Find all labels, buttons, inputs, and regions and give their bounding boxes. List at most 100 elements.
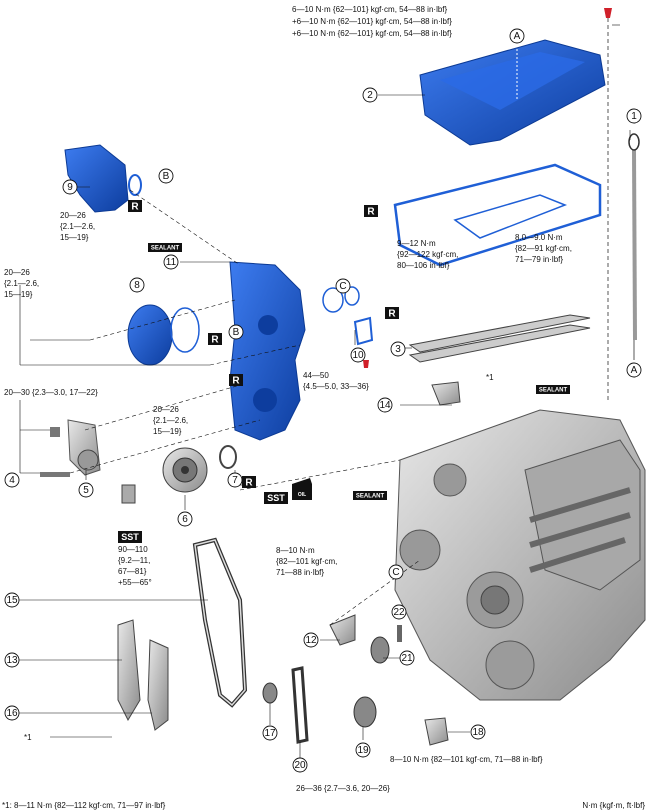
callout-13: 13 <box>4 652 20 668</box>
callout-circle <box>390 341 406 357</box>
torque-pump-line3: 15—19} <box>60 233 89 242</box>
footnote-right: N·m {kgf·m, ft·lbf} <box>582 801 645 810</box>
callout-circle <box>399 650 415 666</box>
callout-19: 19 <box>355 742 371 758</box>
letter-text: B <box>163 171 170 182</box>
callout-2: 2 <box>362 87 378 103</box>
reuse-tag-r-6-text: R <box>245 478 253 489</box>
dashed-assembly-lines <box>69 189 421 626</box>
reuse-tag-r-6-box <box>242 476 256 488</box>
callout-18: 18 <box>470 724 486 740</box>
callout-circle <box>626 108 642 124</box>
oil-pump-sprocket <box>353 696 377 728</box>
callout-number: 3 <box>395 344 401 355</box>
sst-tag-pulley-box <box>118 531 142 543</box>
sst-tag-seal-box <box>264 492 288 504</box>
callout-circle <box>177 511 193 527</box>
sealant-tag-cover-text: SEALANT <box>151 246 180 252</box>
callout-20: 20 <box>292 757 308 773</box>
sst-tag-pulley-text: SST <box>121 532 139 542</box>
callout-circle <box>292 757 308 773</box>
letter-callout: A <box>509 28 525 44</box>
torque-harness-a-line1: 9—12 N·m <box>397 239 436 248</box>
callout-circle <box>4 592 20 608</box>
callout-circle <box>391 604 407 620</box>
harness-bracket <box>408 314 591 363</box>
callout-circle <box>78 482 94 498</box>
sealant-tag-cover-box <box>148 243 182 252</box>
reuse-tag-r-3-text: R <box>211 335 219 346</box>
front-oil-seal <box>219 445 237 469</box>
torque-pulley-line2: {9.2—11, <box>118 556 150 565</box>
callout-21: 21 <box>399 650 415 666</box>
torque-bracket: 8—10 N·m {82—101 kgf·cm, 71—88 in·lbf} <box>390 755 543 764</box>
callout-number: 7 <box>232 475 238 486</box>
reuse-tag-r-1-text: R <box>131 202 139 213</box>
sst-tag-pulley: SST <box>118 531 142 543</box>
callout-number: 19 <box>357 745 369 756</box>
callout-number: 20 <box>294 760 306 771</box>
callout-circle <box>62 179 78 195</box>
cylinder-head-cover <box>419 39 606 146</box>
callout-number: 1 <box>631 111 637 122</box>
chain-guide <box>117 619 141 722</box>
callout-5: 5 <box>78 482 94 498</box>
torque-sprocket: 26—36 {2.7—3.6, 20—26} <box>296 784 390 793</box>
callout-circle <box>129 277 145 293</box>
reuse-tag-r-1-box <box>128 200 142 212</box>
sealant-tag-bracket-box <box>536 385 570 394</box>
sst-tag-seal: SST <box>264 492 288 504</box>
tensioner-arm <box>147 639 169 731</box>
torque-chain-cover-line2: {2.1—2.6, <box>153 416 188 425</box>
letter-circle <box>388 564 404 580</box>
timing-chain-cover <box>229 261 306 441</box>
vacuum-pump <box>127 304 200 366</box>
callout-number: 21 <box>401 653 413 664</box>
reuse-tag-r-4-box <box>385 307 399 319</box>
sealant-tag-block-text: SEALANT <box>356 494 385 500</box>
torque-pump-line2: {2.1—2.6, <box>60 222 95 231</box>
callout-number: 18 <box>472 727 484 738</box>
oil-pump-chain <box>291 666 309 744</box>
letter-callout: B <box>228 324 244 340</box>
torque-guide-line3: 71—88 in·lbf} <box>276 568 324 577</box>
reuse-tag-r-5: R <box>229 374 243 387</box>
callout-10: 10 <box>350 347 366 363</box>
letter-text: A <box>631 365 638 376</box>
callout-number: 22 <box>393 607 405 618</box>
letter-circle <box>626 362 642 378</box>
timing-chain <box>192 537 248 708</box>
callout-6: 6 <box>177 511 193 527</box>
torque-pulley-line4: +55—65° <box>118 578 152 587</box>
reuse-tag-r-2-text: R <box>367 207 375 218</box>
torque-pump-line1: 20—26 <box>60 211 86 220</box>
callout-8: 8 <box>129 277 145 293</box>
torque-pulley-line1: 90—110 <box>118 545 148 554</box>
callout-circle <box>362 87 378 103</box>
oil-can-body <box>292 478 312 500</box>
reuse-tag-r-3: R <box>208 333 222 346</box>
callout-number: 2 <box>367 90 373 101</box>
callout-number: 10 <box>352 350 364 361</box>
sprocket-21 <box>370 636 390 664</box>
torque-harness-a-line2: {92—122 kgf·cm, <box>397 250 458 259</box>
torque-left-line1: 20—26 <box>4 268 30 277</box>
reuse-tag-r-5-box <box>229 374 243 386</box>
callout-circle <box>470 724 486 740</box>
torque-cover-line1: 6—10 N·m {62—101} kgf·cm, 54—88 in·lbf} <box>292 5 448 14</box>
callout-4: 4 <box>4 472 20 488</box>
crankshaft-sprocket <box>262 682 278 704</box>
callout-circle <box>163 254 179 270</box>
bracket-18 <box>424 717 449 746</box>
star1b-label: *1 <box>486 373 494 382</box>
cover-bolt-icon <box>604 8 612 400</box>
drive-belt-tensioner <box>40 419 101 477</box>
callout-15: 15 <box>4 592 20 608</box>
sealant-tag-bracket-text: SEALANT <box>539 388 568 394</box>
letter-text: A <box>514 31 521 42</box>
engine-assembly <box>394 409 646 701</box>
letter-circle <box>158 168 174 184</box>
reuse-tag-r-5-text: R <box>232 376 240 387</box>
